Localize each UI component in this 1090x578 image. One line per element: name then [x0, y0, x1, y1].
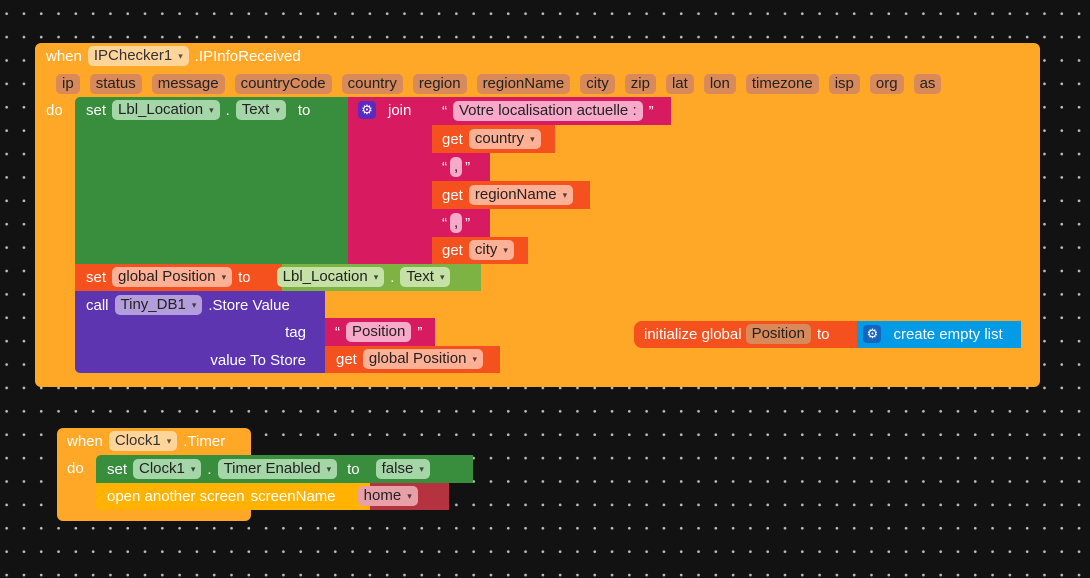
quote: ” — [465, 214, 471, 232]
quote: ” — [465, 158, 471, 176]
method-name: .Store Value — [208, 296, 290, 314]
event-param-org[interactable]: org — [869, 74, 904, 94]
variable-dropdown[interactable]: global Position▾ — [112, 267, 233, 287]
event-param-ip[interactable]: ip — [56, 74, 80, 94]
set-label: set — [107, 460, 128, 478]
event-param-country[interactable]: country — [341, 74, 403, 94]
dot: . — [207, 460, 212, 478]
event-param-timezone[interactable]: timezone — [745, 74, 819, 94]
component-dropdown[interactable]: Tiny_DB1▾ — [114, 295, 203, 315]
variable-name-field[interactable]: Position — [745, 324, 811, 344]
do-label: do — [67, 459, 84, 477]
text-field[interactable]: , — [450, 157, 463, 177]
do-label: do — [46, 101, 63, 119]
component-dropdown[interactable]: Lbl_Location▾ — [112, 100, 220, 120]
call-label: call — [86, 296, 109, 314]
component-dropdown[interactable]: Clock1▾ — [133, 459, 202, 479]
event-name: .Timer — [183, 432, 226, 450]
open-screen-label: open another screen — [107, 487, 245, 505]
event-name: .IPInfoReceived — [194, 47, 301, 65]
event-param-countryCode[interactable]: countryCode — [234, 74, 332, 94]
text-field[interactable]: , — [450, 213, 463, 233]
component-dropdown[interactable]: Clock1▾ — [108, 431, 178, 451]
variable-dropdown[interactable]: regionName▾ — [468, 185, 574, 205]
when-label: when — [46, 47, 82, 65]
get-label: get — [442, 241, 463, 259]
when-label: when — [67, 432, 103, 450]
value-to-store-label: value To Store — [210, 351, 306, 369]
event-param-zip[interactable]: zip — [624, 74, 656, 94]
property-dropdown[interactable]: Text▾ — [400, 267, 451, 287]
screen-dropdown[interactable]: home▾ — [357, 486, 418, 506]
quote: “ — [442, 214, 447, 232]
quote: ” — [648, 102, 654, 120]
quote: “ — [442, 102, 447, 120]
join-block[interactable] — [348, 97, 432, 264]
dot: . — [225, 101, 230, 119]
component-dropdown[interactable]: Lbl_Location▾ — [276, 267, 385, 287]
set-label: set — [86, 101, 107, 119]
create-empty-list-block[interactable] — [857, 321, 1021, 348]
component-dropdown[interactable]: IPChecker1▾ — [87, 46, 189, 66]
open-another-screen-block[interactable] — [96, 483, 370, 510]
variable-dropdown[interactable]: country▾ — [468, 129, 541, 149]
mutator-gear-icon[interactable]: ⚙ — [863, 325, 882, 343]
create-empty-list-label: create empty list — [893, 325, 1003, 343]
get-label: get — [442, 186, 463, 204]
to-label: to — [238, 268, 251, 286]
event-param-status[interactable]: status — [89, 74, 142, 94]
event-param-isp[interactable]: isp — [828, 74, 860, 94]
quote: “ — [442, 158, 447, 176]
event-param-lon[interactable]: lon — [703, 74, 736, 94]
mutator-gear-icon[interactable]: ⚙ — [358, 101, 376, 119]
get-label: get — [442, 130, 463, 148]
event-param-regionName[interactable]: regionName — [476, 74, 571, 94]
initialize-global-block[interactable] — [634, 321, 857, 348]
join-label: join — [388, 101, 412, 119]
dot: . — [390, 268, 395, 286]
event-param-region[interactable]: region — [412, 74, 467, 94]
text-field[interactable]: Position — [346, 322, 412, 342]
to-label: to — [297, 101, 311, 119]
set-label-text-block[interactable] — [75, 97, 350, 264]
text-field[interactable]: Votre localisation actuelle : — [453, 101, 643, 121]
get-label: get — [336, 350, 357, 368]
variable-dropdown[interactable]: global Position▾ — [362, 349, 483, 369]
initialize-label: initialize global — [644, 325, 742, 343]
quote: ” — [417, 323, 423, 341]
property-dropdown[interactable]: Timer Enabled▾ — [217, 459, 338, 479]
event-param-message[interactable]: message — [151, 74, 225, 94]
boolean-dropdown[interactable]: false▾ — [375, 459, 430, 479]
event-param-city[interactable]: city — [580, 74, 615, 94]
to-label: to — [816, 325, 830, 343]
event-param-as[interactable]: as — [913, 74, 942, 94]
set-label: set — [86, 268, 107, 286]
property-dropdown[interactable]: Text▾ — [235, 100, 286, 120]
quote: “ — [335, 323, 340, 341]
to-label: to — [347, 460, 360, 478]
screen-name-label: screenName — [250, 487, 336, 505]
tag-label: tag — [285, 323, 306, 341]
event-param-lat[interactable]: lat — [665, 74, 694, 94]
variable-dropdown[interactable]: city▾ — [468, 240, 514, 260]
